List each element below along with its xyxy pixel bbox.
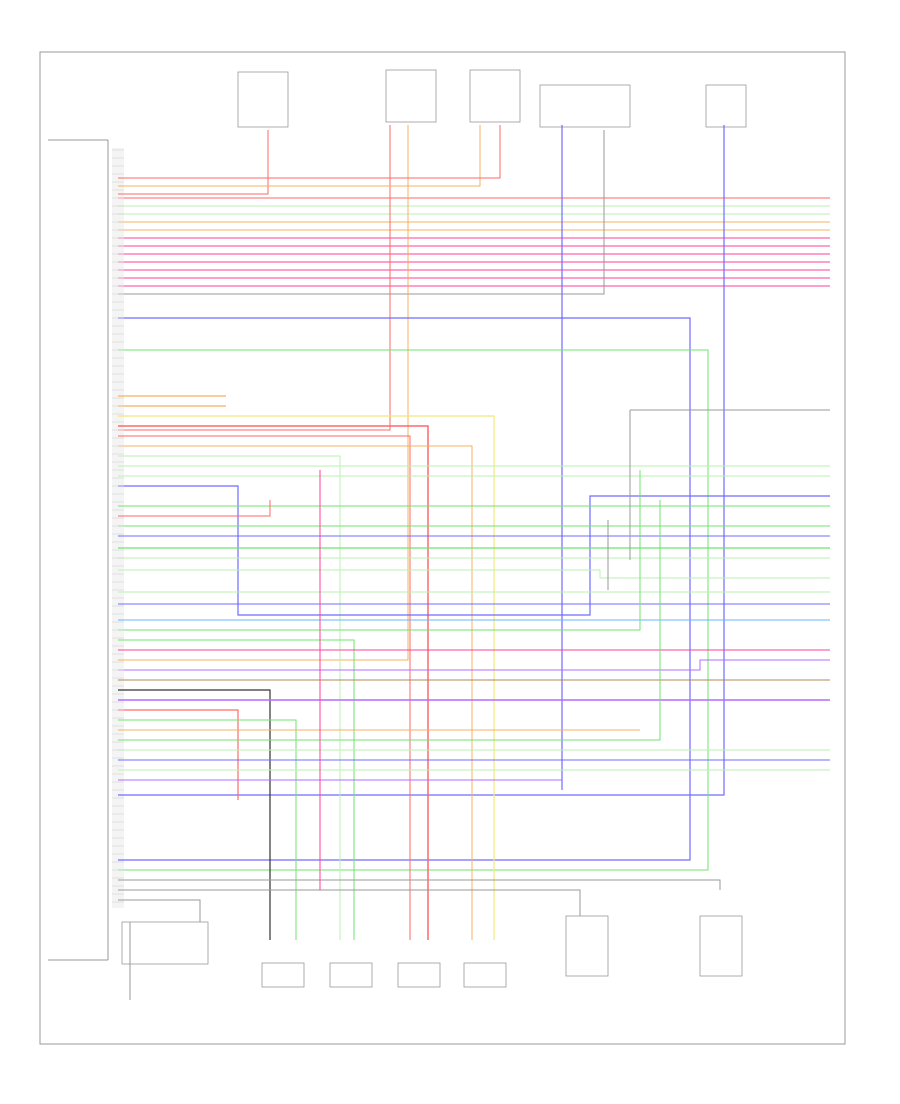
diagram-border [39, 51, 846, 1045]
wire-red [118, 435, 411, 940]
wire-green [118, 500, 661, 741]
wire-lgreen [118, 455, 341, 940]
wire-green [118, 719, 297, 940]
wire-black [118, 689, 271, 940]
wire-blue [118, 317, 691, 861]
wire-red [118, 709, 239, 800]
wire-gray [118, 899, 201, 922]
wire-orange [118, 125, 481, 187]
wire-blue [118, 485, 830, 616]
wire-red [118, 125, 501, 179]
wire-gray [118, 889, 581, 916]
wire-red [118, 500, 271, 517]
wire-orange [118, 445, 473, 940]
wire-yellow [118, 415, 495, 940]
pin-labels [112, 149, 124, 903]
wire-green [118, 639, 355, 940]
wire-lgreen [118, 569, 830, 579]
top-components [237, 69, 747, 128]
wire-blue [118, 125, 725, 796]
wire-green [118, 470, 641, 631]
wire-violet [118, 659, 830, 671]
harness-wire [118, 130, 605, 295]
wire-gray [118, 879, 721, 890]
wire-red [118, 125, 391, 431]
bottom-components [121, 915, 743, 988]
wire-red [118, 130, 269, 195]
wire-orange [118, 125, 409, 661]
wire-green [118, 349, 709, 871]
wire-red [118, 425, 429, 940]
wires [118, 125, 830, 1000]
